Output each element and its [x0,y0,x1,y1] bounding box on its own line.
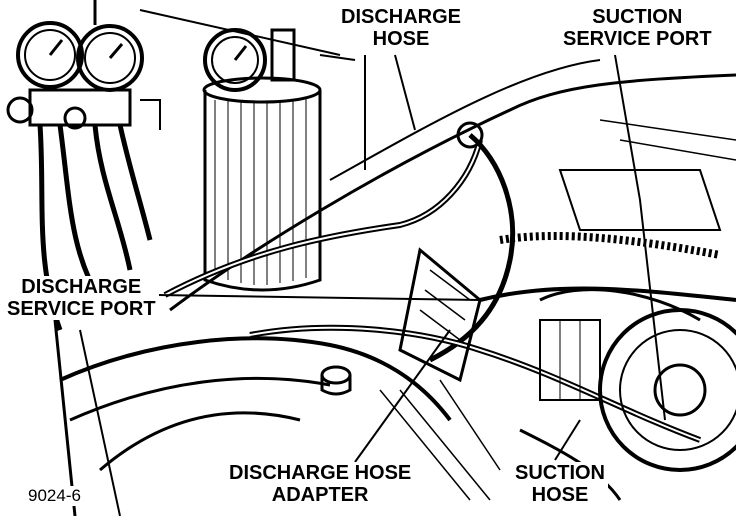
label-discharge-service-port: DISCHARGE SERVICE PORT [4,276,159,320]
label-discharge-hose-adapter: DISCHARGE HOSE ADAPTER [226,462,415,506]
label-suction-service-port: SUCTION SERVICE PORT [560,6,715,50]
discharge-hose-line [163,121,516,363]
label-discharge-service-port-line2: SERVICE PORT [7,298,156,320]
label-suction-hose: SUCTION HOSE [512,462,608,506]
refrigerant-cylinder [139,9,356,292]
label-suction-hose-line1: SUCTION [515,462,605,484]
figure-id: 9024-6 [26,486,83,506]
engine-detail [379,119,736,501]
label-discharge-service-port-line1: DISCHARGE [21,276,142,298]
hose-adapter-fitting [320,365,352,396]
label-discharge-hose-line2: HOSE [372,28,430,50]
label-discharge-hose-line1: DISCHARGE [341,6,462,28]
fender-outline [53,59,736,516]
leader-lines [157,54,666,463]
label-suction-service-port-line1: SUCTION [592,6,683,28]
label-suction-hose-line2: HOSE [531,484,589,506]
label-discharge-hose-adapter-line2: ADAPTER [271,484,369,506]
label-discharge-hose: DISCHARGE HOSE [338,6,465,50]
label-suction-service-port-line2: SERVICE PORT [563,28,712,50]
compressor-assembly [539,288,736,472]
label-discharge-hose-adapter-line1: DISCHARGE HOSE [229,462,412,484]
